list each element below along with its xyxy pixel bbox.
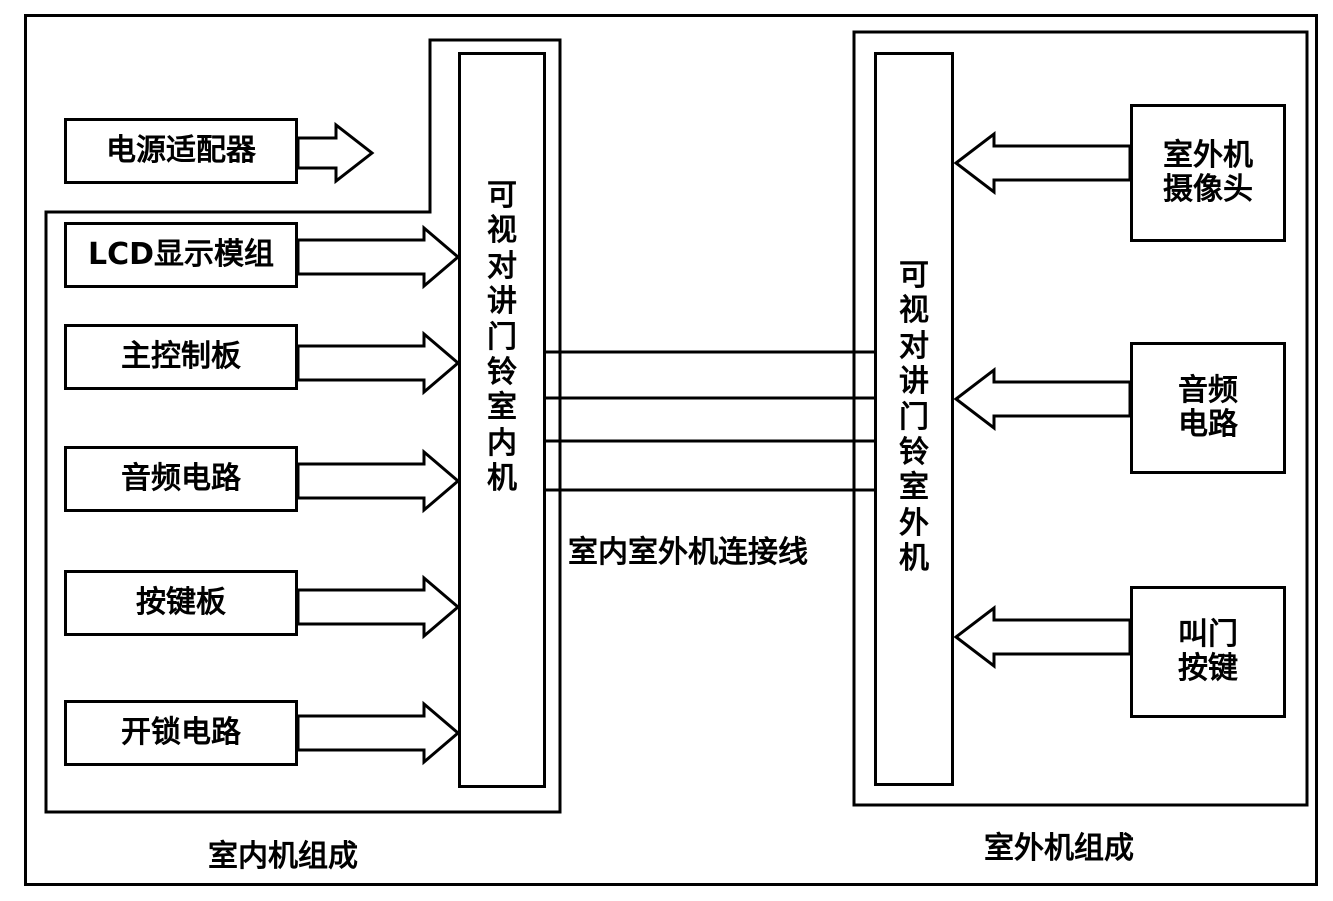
outdoor-group-label: 室外机组成 [984,831,1134,866]
power-adapter-box: 电源适配器 [64,118,298,184]
arrow-right-icon [296,330,461,396]
arrow-left-icon [953,366,1132,432]
outdoor-module-label: 音频电路 [1178,372,1238,442]
outdoor-unit-box [874,52,954,786]
indoor-unit-box [458,52,546,788]
connection-label: 室内室外机连接线 [568,535,808,570]
indoor-group-label: 室内机组成 [208,839,358,874]
outdoor-module-call-button: 叫门按键 [1130,586,1286,718]
arrow-right-icon [296,700,461,766]
indoor-module-label: 按键板 [136,584,226,620]
arrow-right-icon [296,224,461,290]
indoor-module-label: LCD显示模组 [87,236,275,272]
arrow-left-icon [953,130,1132,196]
indoor-module-label: 开锁电路 [121,714,241,750]
arrow-right-icon [296,121,375,185]
arrow-left-icon [953,604,1132,670]
connection-lines [546,350,874,492]
outdoor-module-label: 室外机摄像头 [1163,137,1253,207]
power-adapter-label: 电源适配器 [106,132,256,168]
indoor-module-label: 主控制板 [121,338,241,374]
outdoor-module-audio: 音频电路 [1130,342,1286,474]
arrow-right-icon [296,448,461,514]
indoor-unit-label: 可视对讲门铃室内机 [487,178,517,497]
outdoor-unit-label: 可视对讲门铃室外机 [899,258,929,577]
outdoor-group-outline [852,30,1309,807]
indoor-module-keypad: 按键板 [64,570,298,636]
arrow-right-icon [296,574,461,640]
indoor-module-lcd: LCD显示模组 [64,222,298,288]
indoor-module-label: 音频电路 [121,460,241,496]
outdoor-module-camera: 室外机摄像头 [1130,104,1286,242]
outdoor-module-label: 叫门按键 [1178,616,1238,686]
